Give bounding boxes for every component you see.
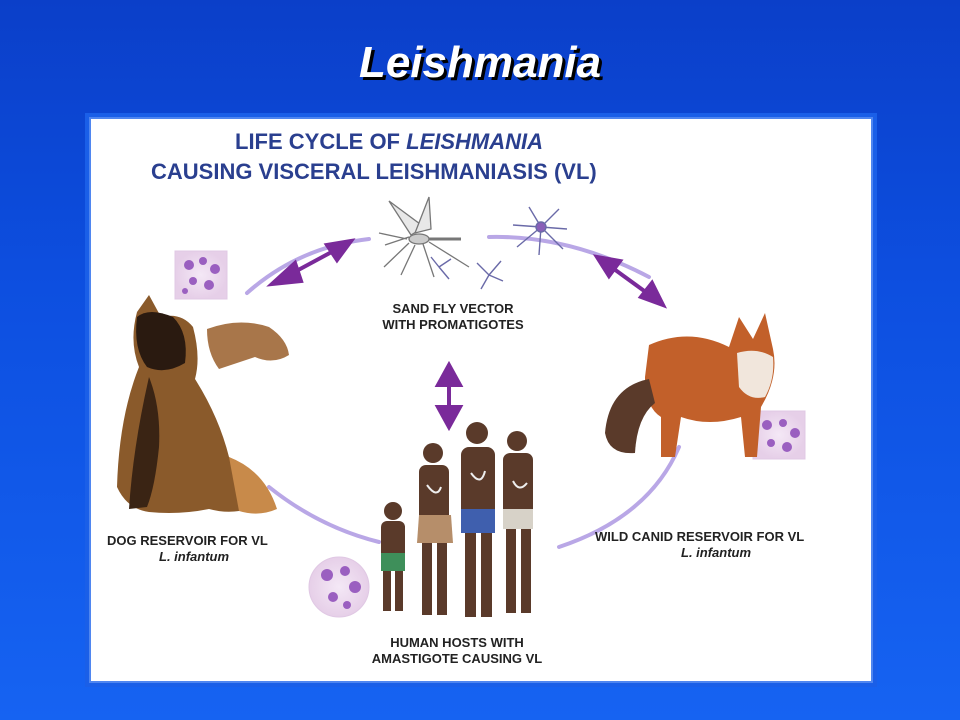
- diagram-heading-line1: LIFE CYCLE OF LEISHMANIA: [235, 129, 543, 155]
- cycle-ring: [245, 234, 681, 549]
- heading-italic: LEISHMANIA: [406, 129, 544, 154]
- slide-title: Leishmania: [358, 38, 602, 87]
- heading-prefix: LIFE CYCLE OF: [235, 129, 407, 154]
- cell-image-dog: [174, 250, 228, 300]
- human-hosts-icon: [381, 422, 533, 617]
- dog-label-line2: L. infantum: [159, 549, 230, 564]
- sandfly-label-line1: SAND FLY VECTOR: [392, 301, 514, 316]
- cell-image-human: [308, 556, 370, 618]
- human-label-line2: AMASTIGOTE CAUSING VL: [371, 651, 543, 666]
- arrow-fly-fox: [592, 254, 668, 309]
- sandfly-label-line2: WITH PROMATIGOTES: [382, 317, 524, 332]
- fox-label: WILD CANID RESERVOIR FOR VL L. infantum: [595, 529, 804, 561]
- fox-icon: [605, 313, 775, 457]
- sandfly-label: SAND FLY VECTOR WITH PROMATIGOTES: [353, 301, 553, 333]
- ring-segment-dog-human: [267, 485, 381, 544]
- arrow-fly-human: [434, 360, 464, 432]
- human-label: HUMAN HOSTS WITH AMASTIGOTE CAUSING VL: [347, 635, 567, 667]
- ring-segment-fly-fox: [487, 234, 651, 279]
- human-label-line1: HUMAN HOSTS WITH: [390, 635, 524, 650]
- life-cycle-diagram: [117, 196, 806, 618]
- dog-label: DOG RESERVOIR FOR VL L. infantum: [107, 533, 268, 565]
- dog-label-line1: DOG RESERVOIR FOR VL: [107, 533, 268, 548]
- diagram-frame: LIFE CYCLE OF LEISHMANIA CAUSING VISCERA…: [85, 113, 877, 687]
- fox-label-line1: WILD CANID RESERVOIR FOR VL: [595, 529, 805, 544]
- cell-image-fox: [752, 410, 806, 460]
- promastigotes-icon: [430, 206, 568, 290]
- ring-segment-fox-human: [557, 445, 681, 549]
- ring-segment-dog-fly: [245, 237, 371, 295]
- diagram-heading-line2: CAUSING VISCERAL LEISHMANIASIS (VL): [151, 159, 597, 184]
- dog-icon: [117, 295, 289, 514]
- arrow-dog-fly: [266, 238, 356, 287]
- fox-label-line2: L. infantum: [681, 545, 752, 560]
- sandfly-icon: [378, 196, 470, 278]
